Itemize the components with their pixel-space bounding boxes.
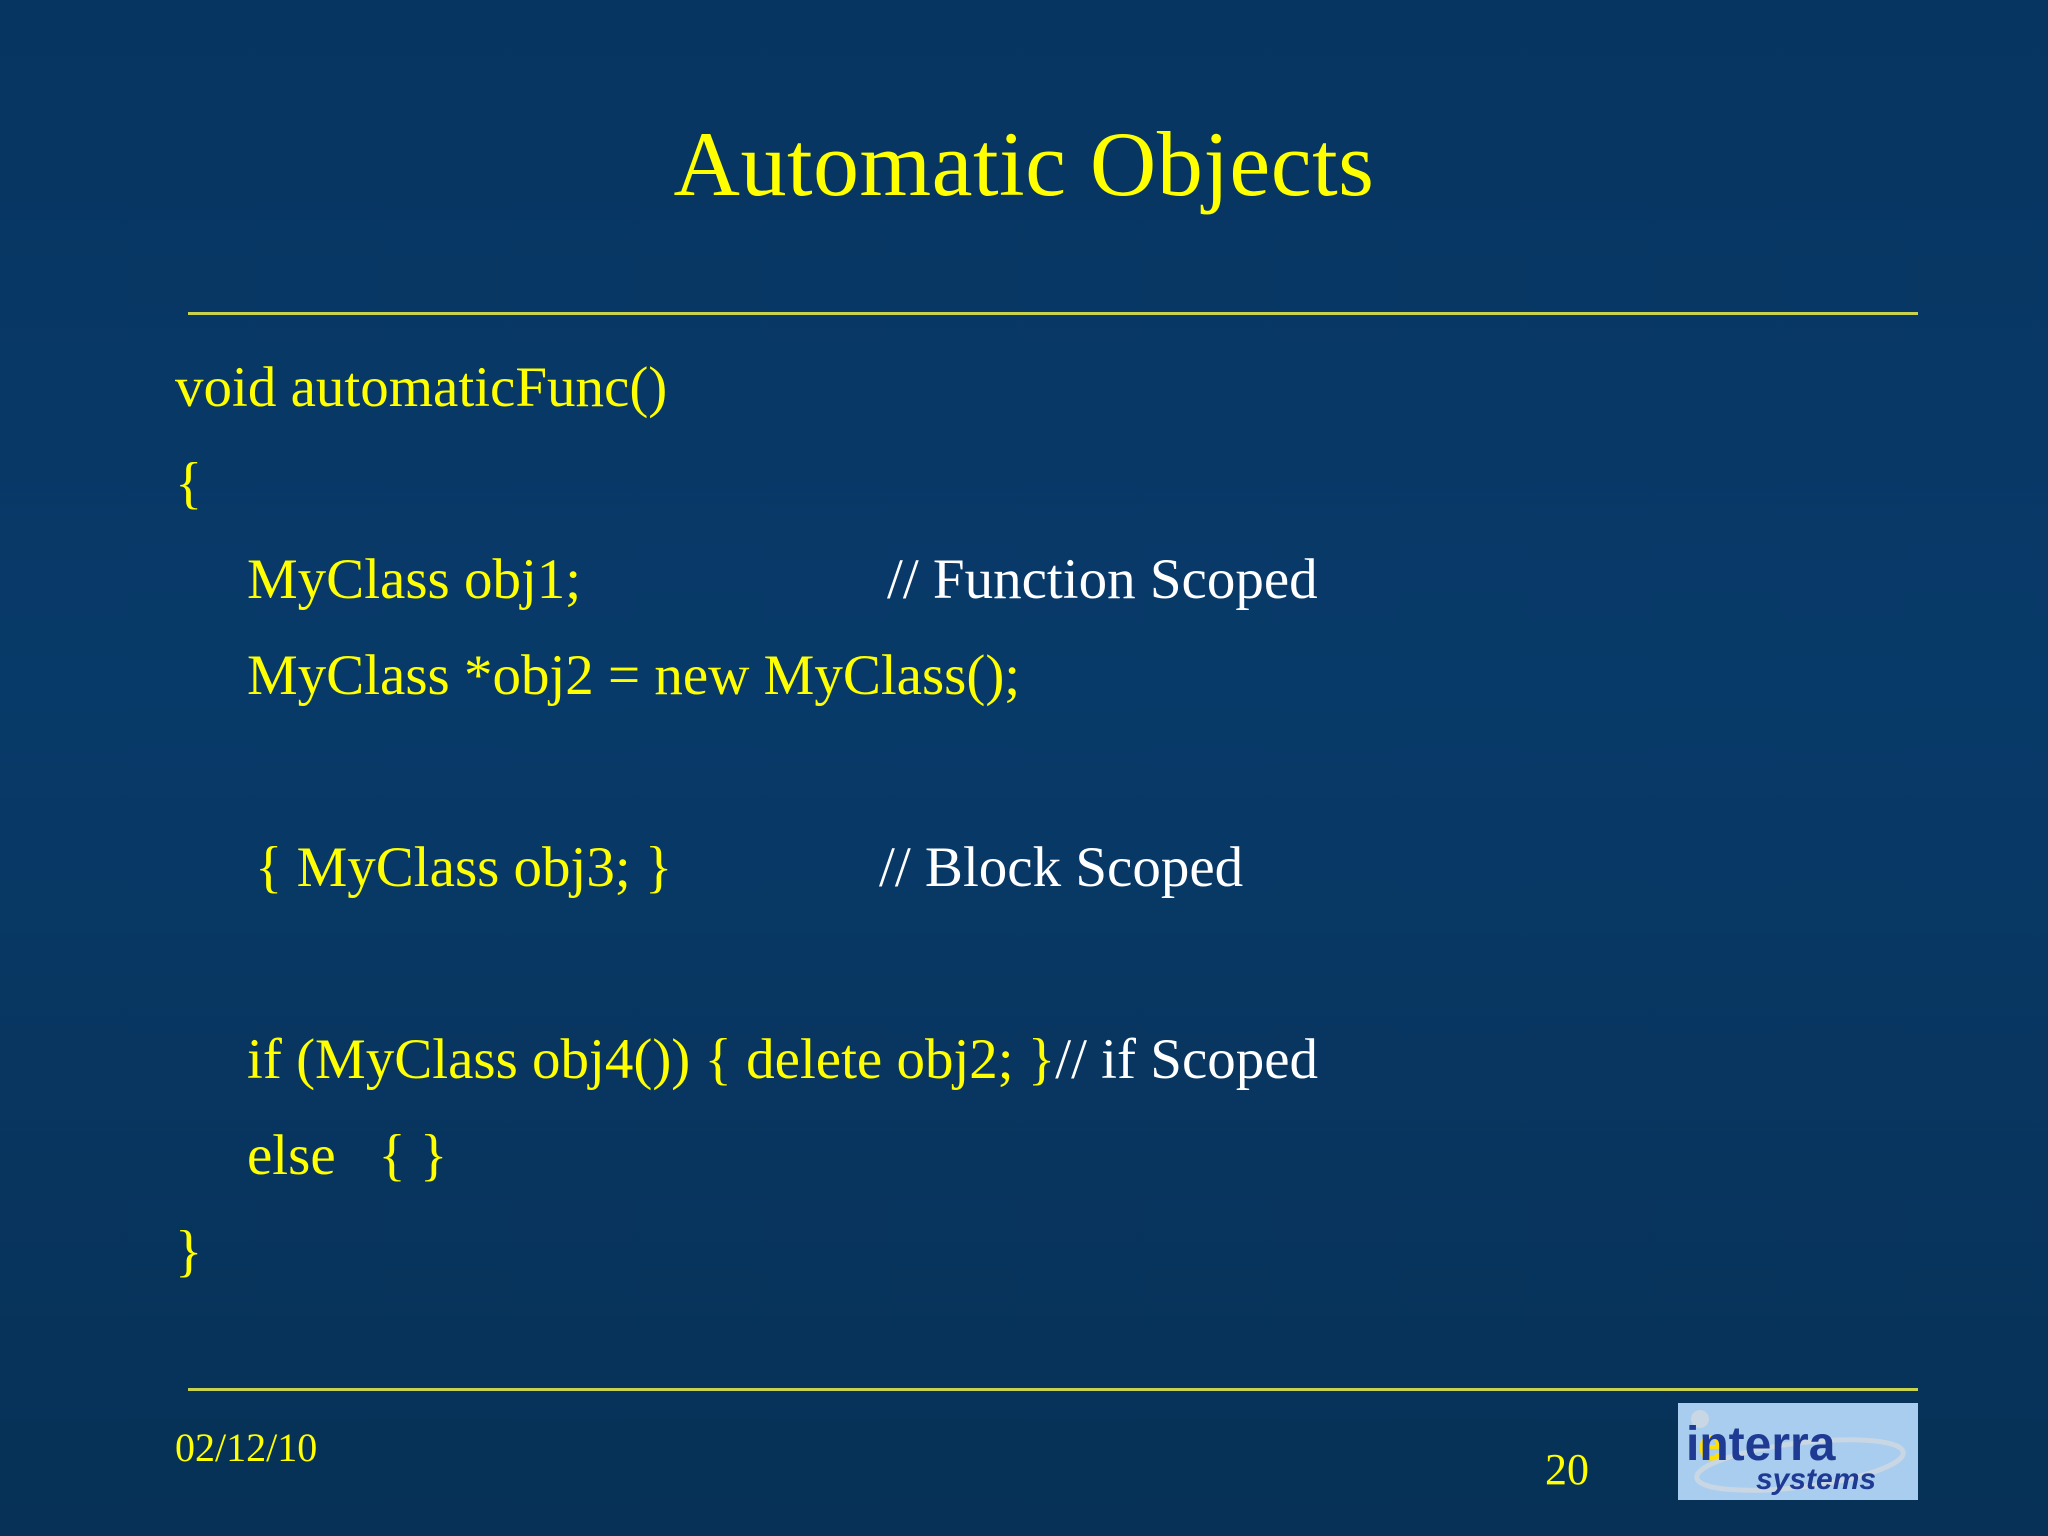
- code-line-blank: [175, 916, 1975, 1012]
- logo-accent-e: e: [1698, 1418, 1724, 1470]
- code-line-blank: [175, 724, 1975, 820]
- code-comment: // if Scoped: [1055, 1028, 1319, 1091]
- code-text: void automaticFunc(): [175, 356, 668, 419]
- code-comment: // Function Scoped: [887, 548, 1318, 611]
- code-text: }: [175, 1220, 203, 1283]
- code-line: MyClass *obj2 = new MyClass();: [175, 628, 1975, 724]
- logo-wordmark-secondary: systems: [1756, 1463, 1876, 1496]
- title-divider-rule: [188, 312, 1918, 315]
- code-text: {: [175, 452, 203, 515]
- interra-systems-logo: e interra systems: [1678, 1403, 1918, 1500]
- code-text: MyClass *obj2 = new MyClass();: [247, 644, 1021, 707]
- code-text: else { }: [247, 1124, 448, 1187]
- code-line: { MyClass obj3; } // Block Scoped: [175, 820, 1975, 916]
- code-listing: void automaticFunc() { MyClass obj1; // F…: [175, 340, 1975, 1300]
- code-text: MyClass obj1;: [247, 548, 582, 611]
- code-line: {: [175, 436, 1975, 532]
- footer-divider-rule: [188, 1388, 1918, 1391]
- code-line: void automaticFunc(): [175, 340, 1975, 436]
- code-line: else { }: [175, 1108, 1975, 1204]
- logo-artwork: e interra systems: [1686, 1410, 1906, 1496]
- code-line: }: [175, 1204, 1975, 1300]
- code-line: MyClass obj1; // Function Scoped: [175, 532, 1975, 628]
- footer-date: 02/12/10: [175, 1425, 318, 1470]
- logo-wordmark-primary: interra: [1686, 1418, 1836, 1471]
- code-comment: // Block Scoped: [879, 836, 1244, 899]
- slide-number: 20: [1545, 1445, 1589, 1494]
- code-text: if (MyClass obj4()) { delete obj2; }: [247, 1028, 1056, 1091]
- code-line: if (MyClass obj4()) { delete obj2; }// i…: [175, 1012, 1975, 1108]
- logo-dot-grey: [1691, 1410, 1709, 1428]
- slide-title: Automatic Objects: [673, 113, 1375, 215]
- code-text: { MyClass obj3; }: [255, 836, 673, 899]
- logo-swoosh: [1694, 1437, 1906, 1493]
